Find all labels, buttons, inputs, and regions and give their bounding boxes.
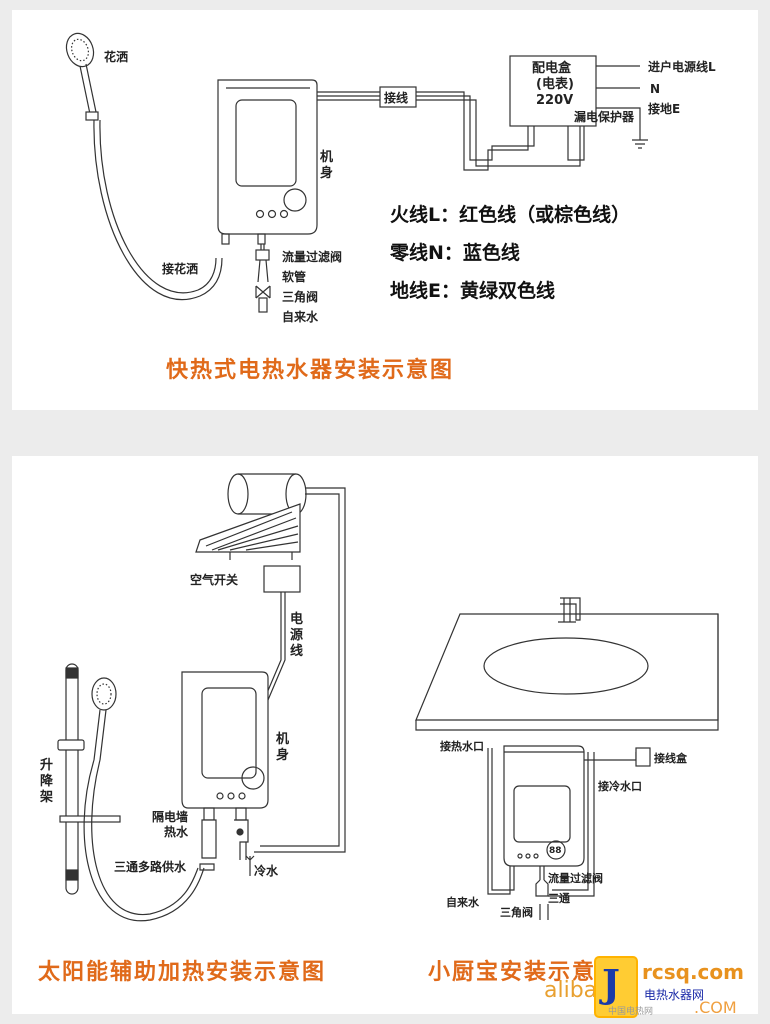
display-readout: 88 bbox=[549, 846, 562, 856]
heater-body-2-label: 机身 bbox=[276, 732, 290, 763]
shower-hose bbox=[93, 119, 223, 301]
watermark-name: 电热水器网 bbox=[644, 988, 705, 1002]
air-switch-and-cable bbox=[263, 565, 301, 701]
lift-rack bbox=[57, 663, 121, 895]
angle-valve-3-label: 三角阀 bbox=[500, 906, 533, 919]
solar-heater bbox=[195, 473, 346, 853]
shower-2 bbox=[83, 677, 205, 922]
tap-water-label: 自来水 bbox=[282, 310, 319, 324]
cold-water-inlet-label: 接冷水口 bbox=[598, 780, 642, 793]
diagram1-title: 快热式电热水器安装示意图 bbox=[166, 358, 455, 383]
tap-water-3-label: 自来水 bbox=[446, 896, 479, 909]
hose-label: 软管 bbox=[282, 270, 307, 284]
power-cables bbox=[317, 55, 648, 171]
diagram2-title: 太阳能辅助加热安装示意图 bbox=[38, 960, 327, 985]
wall-hot-water-label-1: 隔电墙 bbox=[152, 810, 189, 824]
heater-body bbox=[217, 79, 318, 245]
electric-water-heater-panel bbox=[12, 10, 758, 410]
voltage-label: 220V bbox=[536, 93, 574, 108]
neutral-label: N bbox=[650, 82, 661, 96]
watermark-logo: J bbox=[594, 956, 638, 1018]
tee-supply-label: 三通多路供水 bbox=[114, 860, 187, 874]
hot-water-outlet-label: 接热水口 bbox=[440, 740, 484, 753]
meter-label: (电表) bbox=[536, 77, 574, 92]
watermark-suffix: .COM bbox=[694, 998, 737, 1017]
inlet-fittings bbox=[255, 244, 271, 313]
incoming-live-label: 进户电源线L bbox=[648, 60, 716, 74]
air-switch-label: 空气开关 bbox=[190, 573, 239, 587]
lift-rack-label: 升降架 bbox=[40, 758, 54, 805]
neutral-wire-legend: 零线N：蓝色线 bbox=[390, 242, 520, 264]
shower-label: 花洒 bbox=[104, 50, 129, 64]
flow-filter-valve-3-label: 流量过滤阀 bbox=[548, 872, 603, 885]
heater-body-2 bbox=[181, 671, 269, 876]
shower-connection-label: 接花洒 bbox=[162, 262, 199, 276]
tee-label: 三通 bbox=[548, 892, 570, 905]
cold-water-label: 冷水 bbox=[254, 864, 279, 878]
diagram3-title: 小厨宝安装示意图 bbox=[428, 960, 621, 985]
junction-box-label: 接线盒 bbox=[654, 752, 687, 765]
kitchen-heater bbox=[487, 745, 651, 920]
angle-valve-label: 三角阀 bbox=[282, 290, 319, 304]
live-wire-legend: 火线L：红色线（或棕色线） bbox=[390, 204, 631, 226]
flow-filter-valve-label: 流量过滤阀 bbox=[282, 250, 343, 264]
watermark-small: 中国电热网 bbox=[608, 1007, 654, 1017]
ground-wire-legend: 地线E：黄绿双色线 bbox=[390, 280, 555, 302]
power-line-label: 电源线 bbox=[290, 612, 304, 659]
leakage-protector-label: 漏电保护器 bbox=[574, 110, 635, 124]
shower-head-icon bbox=[65, 32, 99, 121]
junction-label: 接线 bbox=[384, 91, 409, 105]
sink-counter bbox=[415, 597, 719, 731]
ground-label: 接地E bbox=[648, 102, 681, 116]
watermark-site: rcsq.com bbox=[642, 960, 744, 984]
distribution-box-label: 配电盒 bbox=[532, 61, 572, 76]
wall-hot-water-label-2: 热水 bbox=[164, 825, 189, 839]
heater-body-label: 机身 bbox=[320, 150, 334, 181]
